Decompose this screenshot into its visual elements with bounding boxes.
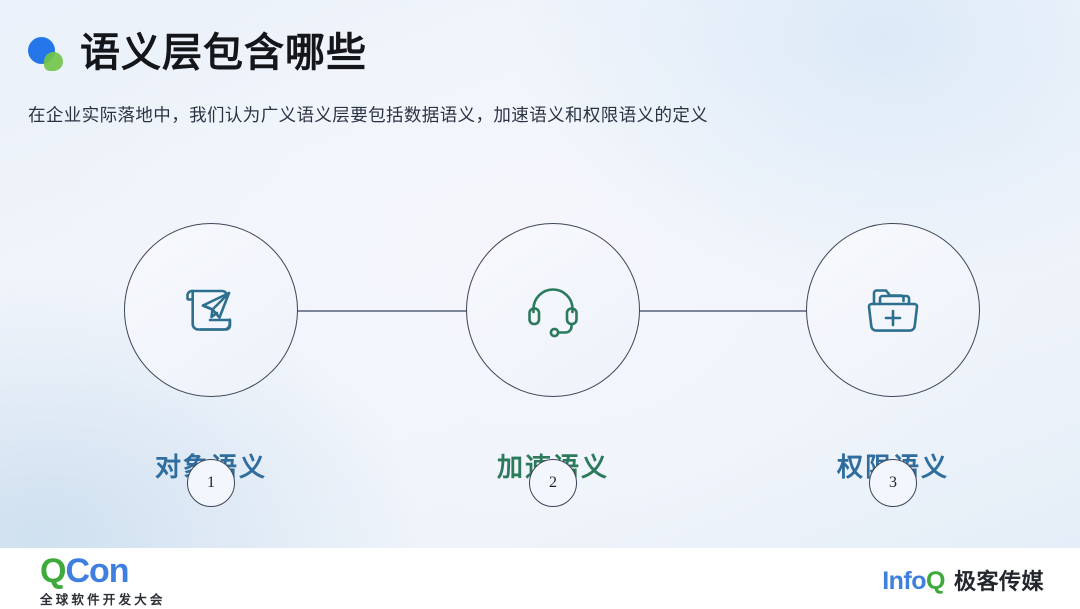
qcon-wordmark: QCon (40, 554, 166, 588)
infoq-wordmark: InfoQ (882, 567, 945, 596)
node-circle-1 (124, 223, 298, 397)
blue-green-dot-icon (26, 35, 66, 75)
diagram-node-3[interactable]: 3 权限语义 (773, 195, 1013, 507)
scroll-paper-plane-icon (186, 289, 232, 331)
connector-line-1-2 (297, 310, 467, 312)
connector-line-2-3 (639, 310, 808, 312)
infoq-chinese-name: 极客传媒 (953, 569, 1044, 594)
dot-green-shape (44, 52, 63, 71)
semantic-layer-diagram: 1 对象语义 2 加速语义 (0, 195, 1080, 507)
infoq-logo: InfoQ 极客传媒 (882, 564, 1044, 596)
infoq-letter-q: Q (926, 567, 945, 595)
qcon-logo: QCon 全球软件开发大会 (40, 554, 166, 608)
qcon-letter-q: Q (40, 552, 66, 590)
diagram-node-2[interactable]: 2 加速语义 (433, 195, 673, 507)
folder-plus-icon (867, 289, 919, 332)
page-title: 语义层包含哪些 (80, 31, 367, 75)
page-subtitle: 在企业实际落地中，我们认为广义语义层要包括数据语义，加速语义和权限语义的定义 (28, 105, 709, 125)
node-badge-3: 3 (869, 459, 917, 507)
qcon-letters-con: Con (65, 552, 129, 590)
qcon-tagline: 全球软件开发大会 (40, 593, 166, 607)
node-badge-1: 1 (187, 459, 235, 507)
node-circle-2 (466, 223, 640, 397)
title-row: 语义层包含哪些 (26, 26, 1026, 80)
infoq-letters-info: Info (882, 567, 927, 595)
headset-icon (528, 288, 578, 338)
node-circle-3 (806, 223, 980, 397)
slide-footer: QCon 全球软件开发大会 InfoQ 极客传媒 (0, 548, 1080, 609)
slide-header: 语义层包含哪些 在企业实际落地中，我们认为广义语义层要包括数据语义，加速语义和权… (26, 26, 1026, 127)
node-badge-2: 2 (529, 459, 577, 507)
diagram-node-1[interactable]: 1 对象语义 (91, 195, 331, 507)
